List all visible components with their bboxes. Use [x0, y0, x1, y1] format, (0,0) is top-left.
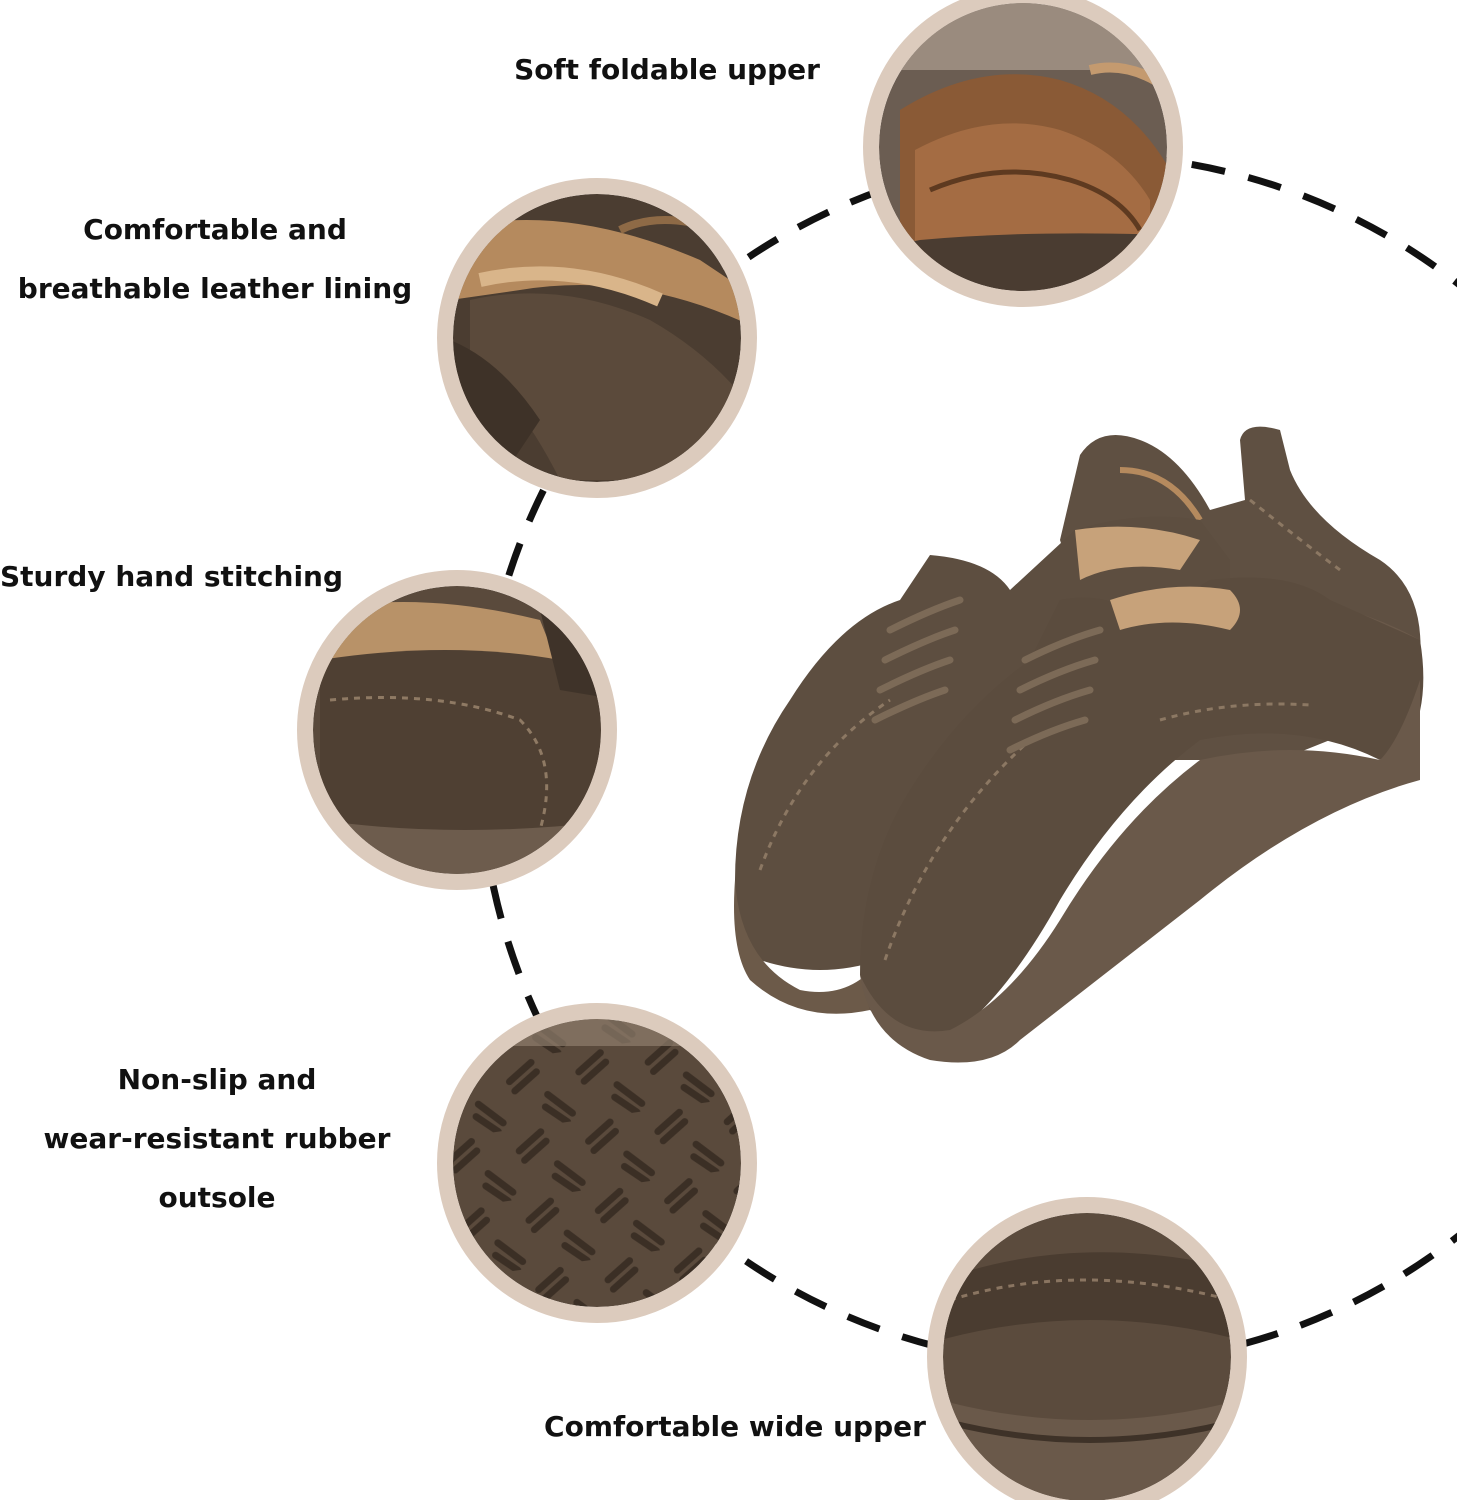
detail-circle-soft-upper [863, 0, 1183, 307]
shoe-pair-illustration [734, 426, 1424, 1063]
label-hand-stitching: Sturdy hand stitching [0, 547, 344, 606]
label-soft-foldable-upper: Soft foldable upper [490, 40, 844, 99]
detail-circle-stitching [297, 570, 617, 890]
label-leather-lining: Comfortable and breathable leather linin… [10, 200, 420, 318]
label-line: Comfortable and [83, 213, 347, 246]
label-line: outsole [158, 1181, 276, 1214]
detail-circle-outsole [437, 1003, 757, 1323]
label-line: Sturdy hand stitching [0, 560, 344, 593]
shoe-right [860, 577, 1424, 1063]
label-line: Soft foldable upper [514, 53, 820, 86]
detail-circle-wide-upper [927, 1197, 1247, 1500]
label-line: wear-resistant rubber [43, 1122, 391, 1155]
label-line: breathable leather lining [17, 272, 413, 305]
label-line: Comfortable wide upper [544, 1410, 926, 1443]
label-line: Non-slip and [117, 1063, 317, 1096]
detail-circle-lining [437, 178, 757, 498]
label-wide-upper: Comfortable wide upper [530, 1397, 940, 1456]
label-rubber-outsole: Non-slip and wear-resistant rubber outso… [30, 1050, 404, 1227]
